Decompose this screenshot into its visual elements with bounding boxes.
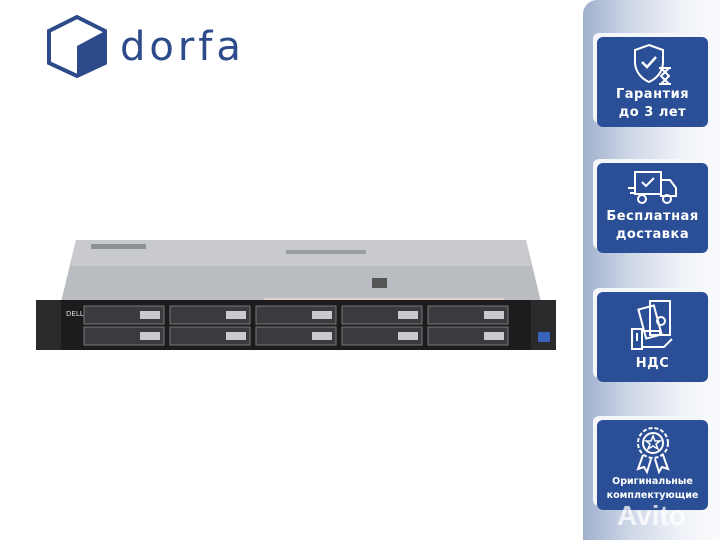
drive-label bbox=[140, 311, 160, 319]
feature-card-original-parts: Оригинальные комплектующие bbox=[597, 420, 708, 510]
server-image: DELL bbox=[36, 240, 556, 350]
feature-card-warranty: Гарантия до 3 лет bbox=[597, 37, 708, 127]
avito-watermark: Avito bbox=[617, 500, 686, 531]
drive-bay bbox=[255, 326, 337, 346]
features-panel: Гарантия до 3 лет Бесплатная доставка НД… bbox=[583, 0, 720, 540]
drive-label bbox=[398, 311, 418, 319]
shield-hourglass-icon bbox=[633, 43, 671, 85]
feature-card-vat: НДС bbox=[597, 292, 708, 382]
drive-label bbox=[312, 332, 332, 340]
drive-label bbox=[226, 311, 246, 319]
drive-bay bbox=[255, 305, 337, 325]
hand-money-icon bbox=[630, 300, 673, 350]
feature-card-delivery: Бесплатная доставка bbox=[597, 163, 708, 253]
dell-logo: DELL bbox=[66, 310, 84, 318]
drive-bay bbox=[169, 326, 251, 346]
drive-label bbox=[140, 332, 160, 340]
drive-label bbox=[484, 311, 504, 319]
drive-bay bbox=[427, 305, 509, 325]
drive-label bbox=[398, 332, 418, 340]
drive-bay bbox=[169, 305, 251, 325]
drive-bay bbox=[341, 305, 423, 325]
cube-icon bbox=[47, 14, 107, 78]
drive-bay bbox=[83, 305, 165, 325]
drive-label bbox=[226, 332, 246, 340]
drive-bay bbox=[427, 326, 509, 346]
drive-label bbox=[312, 311, 332, 319]
award-badge-icon bbox=[635, 427, 670, 475]
drive-bay bbox=[83, 326, 165, 346]
drive-label bbox=[484, 332, 504, 340]
delivery-truck-icon bbox=[627, 171, 677, 204]
brand-logo: dorfa bbox=[46, 14, 245, 78]
brand-name: dorfa bbox=[120, 24, 245, 70]
drive-bay bbox=[341, 326, 423, 346]
